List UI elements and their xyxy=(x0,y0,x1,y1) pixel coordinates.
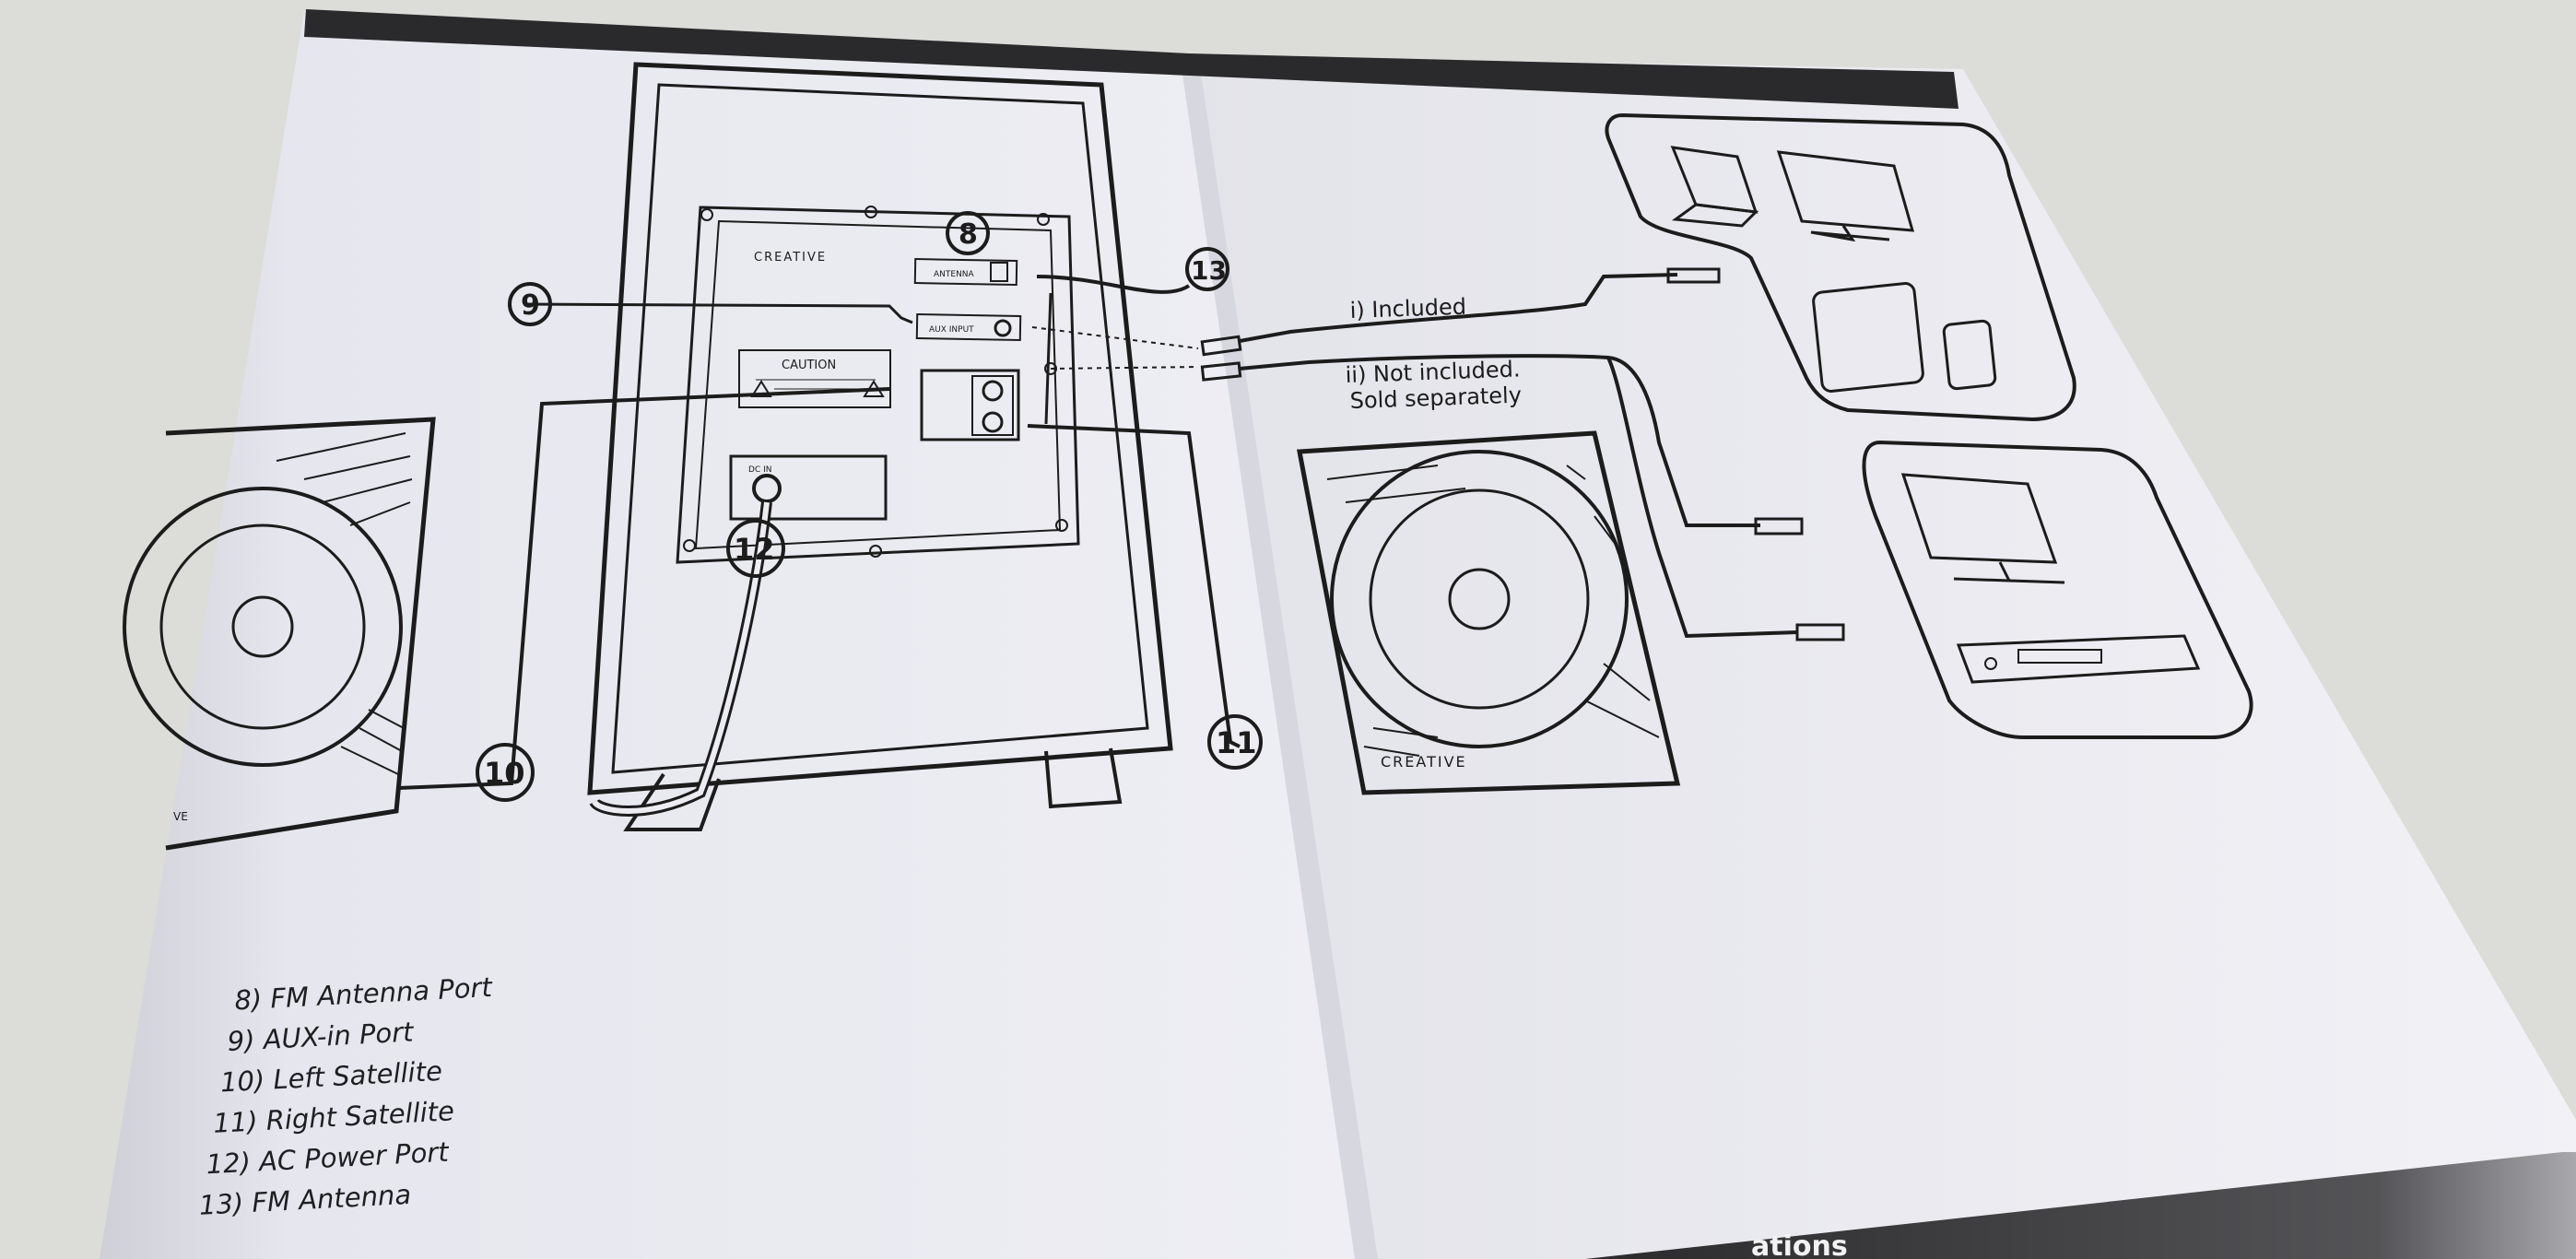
callout-8: 8 xyxy=(946,211,990,255)
right-satellite-brand: CREATIVE xyxy=(1381,753,1467,771)
caution-title: CAUTION xyxy=(782,359,836,372)
dvd-player-icon xyxy=(1956,634,2201,684)
power-jack-icon xyxy=(752,474,782,503)
aux-port-label: AUX INPUT xyxy=(929,325,974,335)
cable-plugs xyxy=(1200,267,1845,641)
right-page xyxy=(1189,55,2576,1259)
satellite-jack-icon xyxy=(982,411,1004,433)
device-group-bottom xyxy=(1862,440,2253,739)
antenna-port-label: ANTENNA xyxy=(934,270,975,279)
header-band-right xyxy=(1189,53,1958,109)
antenna-port-connector xyxy=(990,262,1008,282)
footer-band xyxy=(1585,1152,2576,1259)
callout-12: 12 xyxy=(726,519,785,578)
svg-text:12: 12 xyxy=(734,532,775,567)
left-satellite-brand: VE xyxy=(173,810,188,823)
svg-text:11: 11 xyxy=(1216,725,1257,760)
phone-icon xyxy=(1942,319,1997,391)
subwoofer-rear xyxy=(587,62,1173,831)
dc-in-label: DC IN xyxy=(748,465,771,475)
left-satellite: VE xyxy=(123,417,436,851)
svg-text:13: 13 xyxy=(1191,255,1227,286)
callout-13: 13 xyxy=(1185,247,1229,291)
not-included-label: ii) Not included. xyxy=(1345,356,1521,388)
back-panel: CREATIVE ANTENNA AUX INPUT CAUTION DC IN xyxy=(676,206,1080,564)
satellite-jack-icon xyxy=(982,380,1004,402)
callout-9: 9 xyxy=(508,282,552,326)
svg-text:8: 8 xyxy=(959,218,978,251)
header-band-left xyxy=(304,9,1189,76)
footer-partial-text: ations xyxy=(1751,1230,1848,1259)
page-fold-shadow xyxy=(1180,55,1378,1259)
device-group-top xyxy=(1605,112,2076,422)
tv-icon xyxy=(1900,473,2058,564)
monitor-icon xyxy=(1776,150,1915,232)
tablet-icon xyxy=(1812,282,1924,393)
right-satellite: CREATIVE xyxy=(1297,430,1681,795)
aux-jack xyxy=(994,319,1012,337)
sold-separately-label: Sold separately xyxy=(1349,382,1522,414)
callout-11: 11 xyxy=(1207,714,1263,770)
left-page xyxy=(100,11,1364,1259)
svg-text:10: 10 xyxy=(484,756,525,791)
svg-text:9: 9 xyxy=(521,289,540,322)
brand-logo: CREATIVE xyxy=(754,251,827,265)
warning-triangle-icon xyxy=(750,380,772,397)
callout-10: 10 xyxy=(476,743,535,802)
